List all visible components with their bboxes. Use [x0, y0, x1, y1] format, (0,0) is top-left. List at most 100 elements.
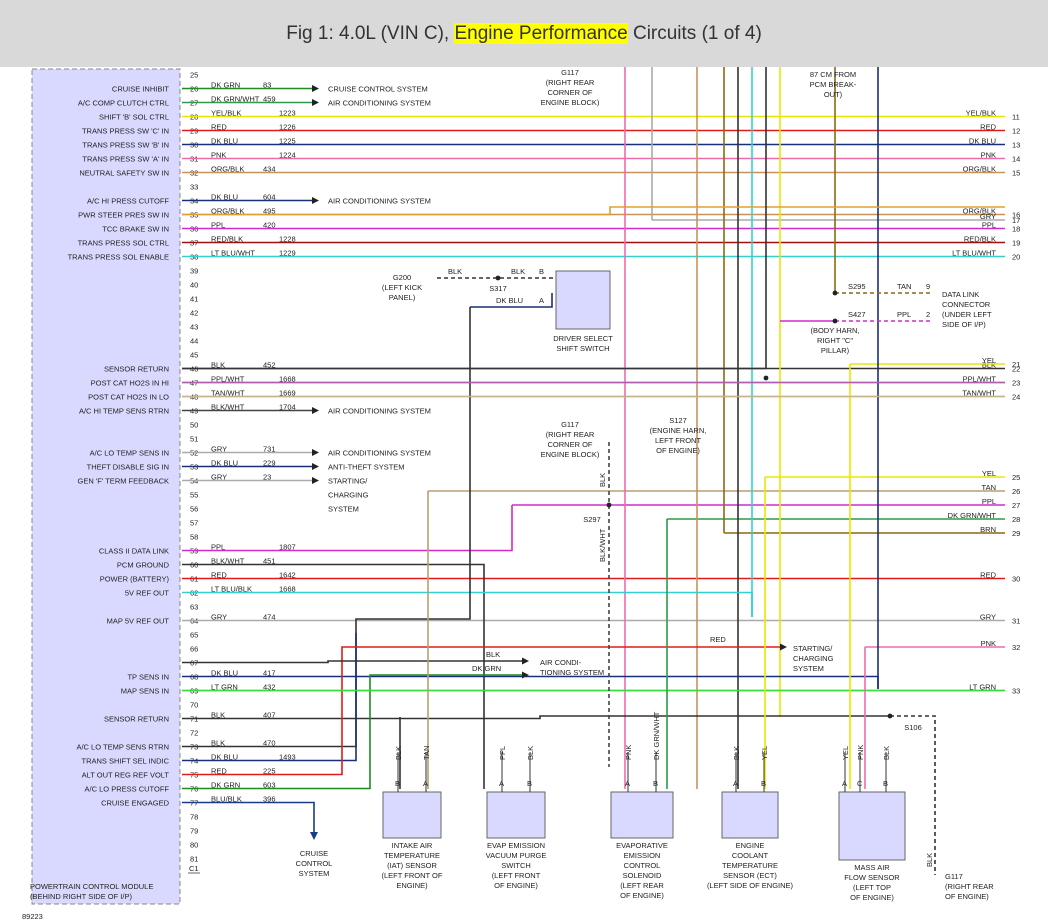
dlc-label: SIDE OF I/P) [942, 320, 986, 329]
pin-function: A/C LO PRESS CUTOFF [85, 785, 170, 794]
connector-pin-number: 12 [1012, 127, 1020, 136]
wire-color-label: GRY [211, 445, 227, 454]
wire-color-label: ORG/BLK [211, 165, 244, 174]
component-label: ENGINE [736, 841, 765, 850]
pin-function: 5V REF OUT [125, 589, 170, 598]
wire-route [182, 563, 485, 789]
pin-number: 65 [190, 631, 198, 640]
cruise-control-label: CONTROL [296, 859, 333, 868]
component-label: VACUUM PURGE [486, 851, 547, 860]
wire-color-label: BLU/BLK [211, 795, 242, 804]
wire-color-label: RED [211, 571, 227, 580]
connector-pin-number: 27 [1012, 501, 1020, 510]
pin-function: TCC BRAKE SW IN [102, 225, 169, 234]
wire-route [182, 674, 522, 790]
title-suffix: Circuits (1 of 4) [627, 22, 762, 44]
splice-dot [495, 275, 501, 281]
wire-end-label: BLK [982, 361, 996, 370]
dlc-wire-label: TAN [897, 282, 911, 291]
wire-color-label: DK BLU [211, 193, 238, 202]
pin-number: 45 [190, 351, 198, 360]
component-label: SOLENOID [623, 871, 662, 880]
wire-color-label: YEL/BLK [211, 109, 241, 118]
pin-function: A/C LO TEMP SENS RTRN [76, 743, 169, 752]
system-arrow [312, 85, 319, 92]
connector-pin-number: 31 [1012, 617, 1020, 626]
pin-number: 72 [190, 729, 198, 738]
wire-color-label: RED/BLK [211, 235, 243, 244]
connector-pin-number: 26 [1012, 487, 1020, 496]
circuit-number: 434 [263, 165, 276, 174]
system-arrow [312, 407, 319, 414]
pin-number: 43 [190, 323, 198, 332]
pin-number: 25 [190, 71, 198, 80]
splice-s427-label: S427 [848, 310, 866, 319]
cruise-control-label: SYSTEM [299, 869, 330, 878]
dlc-wire-label: PPL [897, 310, 911, 319]
pin-number: 58 [190, 533, 198, 542]
wire-color-label: PPL/WHT [211, 375, 245, 384]
vertical-wire-label: BLK/WHT [598, 528, 607, 562]
circuit-number: 1668 [279, 585, 296, 594]
connector-pin-number: 16 [1012, 211, 1020, 220]
component-box [721, 791, 779, 839]
component-label: OF ENGINE) [494, 881, 538, 890]
pin-number: 51 [190, 435, 198, 444]
component-label: OF ENGINE) [620, 891, 664, 900]
pin-function: MAP 5V REF OUT [107, 617, 170, 626]
pin-number: 56 [190, 505, 198, 514]
connector-pin-number: 29 [1012, 529, 1020, 538]
dss-wire-label: BLK [511, 267, 525, 276]
wire-color-label: BLK/WHT [211, 403, 245, 412]
starting-system-label: STARTING/ [793, 644, 833, 653]
wire-route [182, 67, 767, 370]
circuit-number: 1223 [279, 109, 296, 118]
wire-end-label: BRN [980, 525, 996, 534]
wire-end-label: YEL [982, 469, 996, 478]
wire-route [182, 206, 1005, 216]
connector-pin-number: 15 [1012, 169, 1020, 178]
connector-pin-number: 19 [1012, 239, 1020, 248]
component-label: (LEFT TOP [853, 883, 891, 892]
pin-function: ALT OUT REG REF VOLT [82, 771, 170, 780]
circuit-number: 1229 [279, 249, 296, 258]
wire-route [182, 801, 315, 832]
ground-g117-label: OF ENGINE) [945, 892, 989, 901]
wire-end-label: ORG/BLK [963, 165, 996, 174]
ground-g117-label: (RIGHT REAR [546, 78, 595, 87]
wire-color-label: LT BLU/BLK [211, 585, 252, 594]
pin-function: TP SENS IN [127, 673, 169, 682]
wire-end-label: PPL [982, 497, 996, 506]
circuit-number: 452 [263, 361, 276, 370]
pin-number: 70 [190, 701, 198, 710]
pin-function: TRANS PRESS SOL CTRL [78, 239, 169, 248]
pin-function: TRANS PRESS SW 'A' IN [82, 155, 169, 164]
connector-pin-number: 28 [1012, 515, 1020, 524]
wire-end-label: RED [980, 123, 996, 132]
ground-g117-label: G117 [561, 420, 579, 429]
wire-color-label: BLK [211, 711, 225, 720]
ground-g117-label: CORNER OF [548, 440, 593, 449]
wire-end-label: PNK [981, 639, 996, 648]
system-label: SYSTEM [328, 505, 359, 514]
ground-g117-label: CORNER OF [548, 88, 593, 97]
component-label: (LEFT REAR [620, 881, 664, 890]
circuit-number: 1493 [279, 753, 296, 762]
circuit-number: 1668 [279, 375, 296, 384]
ground-g117-label: ENGINE BLOCK) [541, 450, 600, 459]
wire-route [182, 715, 890, 720]
component-label: (LEFT FRONT OF [382, 871, 443, 880]
dss-pin-label: B [539, 267, 544, 276]
splice-note: PCM BREAK- [810, 80, 857, 89]
component-label: (LEFT FRONT [492, 871, 541, 880]
pin-number: 81 [190, 855, 198, 864]
vertical-wire-label: BLK [925, 853, 934, 867]
wire-color-label: DK BLU [211, 459, 238, 468]
pin-function: CRUISE INHIBIT [112, 85, 170, 94]
vertical-wire-label: BLK [598, 473, 607, 487]
wire-end-label: TAN/WHT [962, 389, 996, 398]
splice-s297-label: S297 [583, 515, 601, 524]
pin-function: TRANS SHIFT SEL INDIC [81, 757, 169, 766]
component-label: FLOW SENSOR [844, 873, 900, 882]
pin-function: POST CAT HO2S IN LO [88, 393, 169, 402]
